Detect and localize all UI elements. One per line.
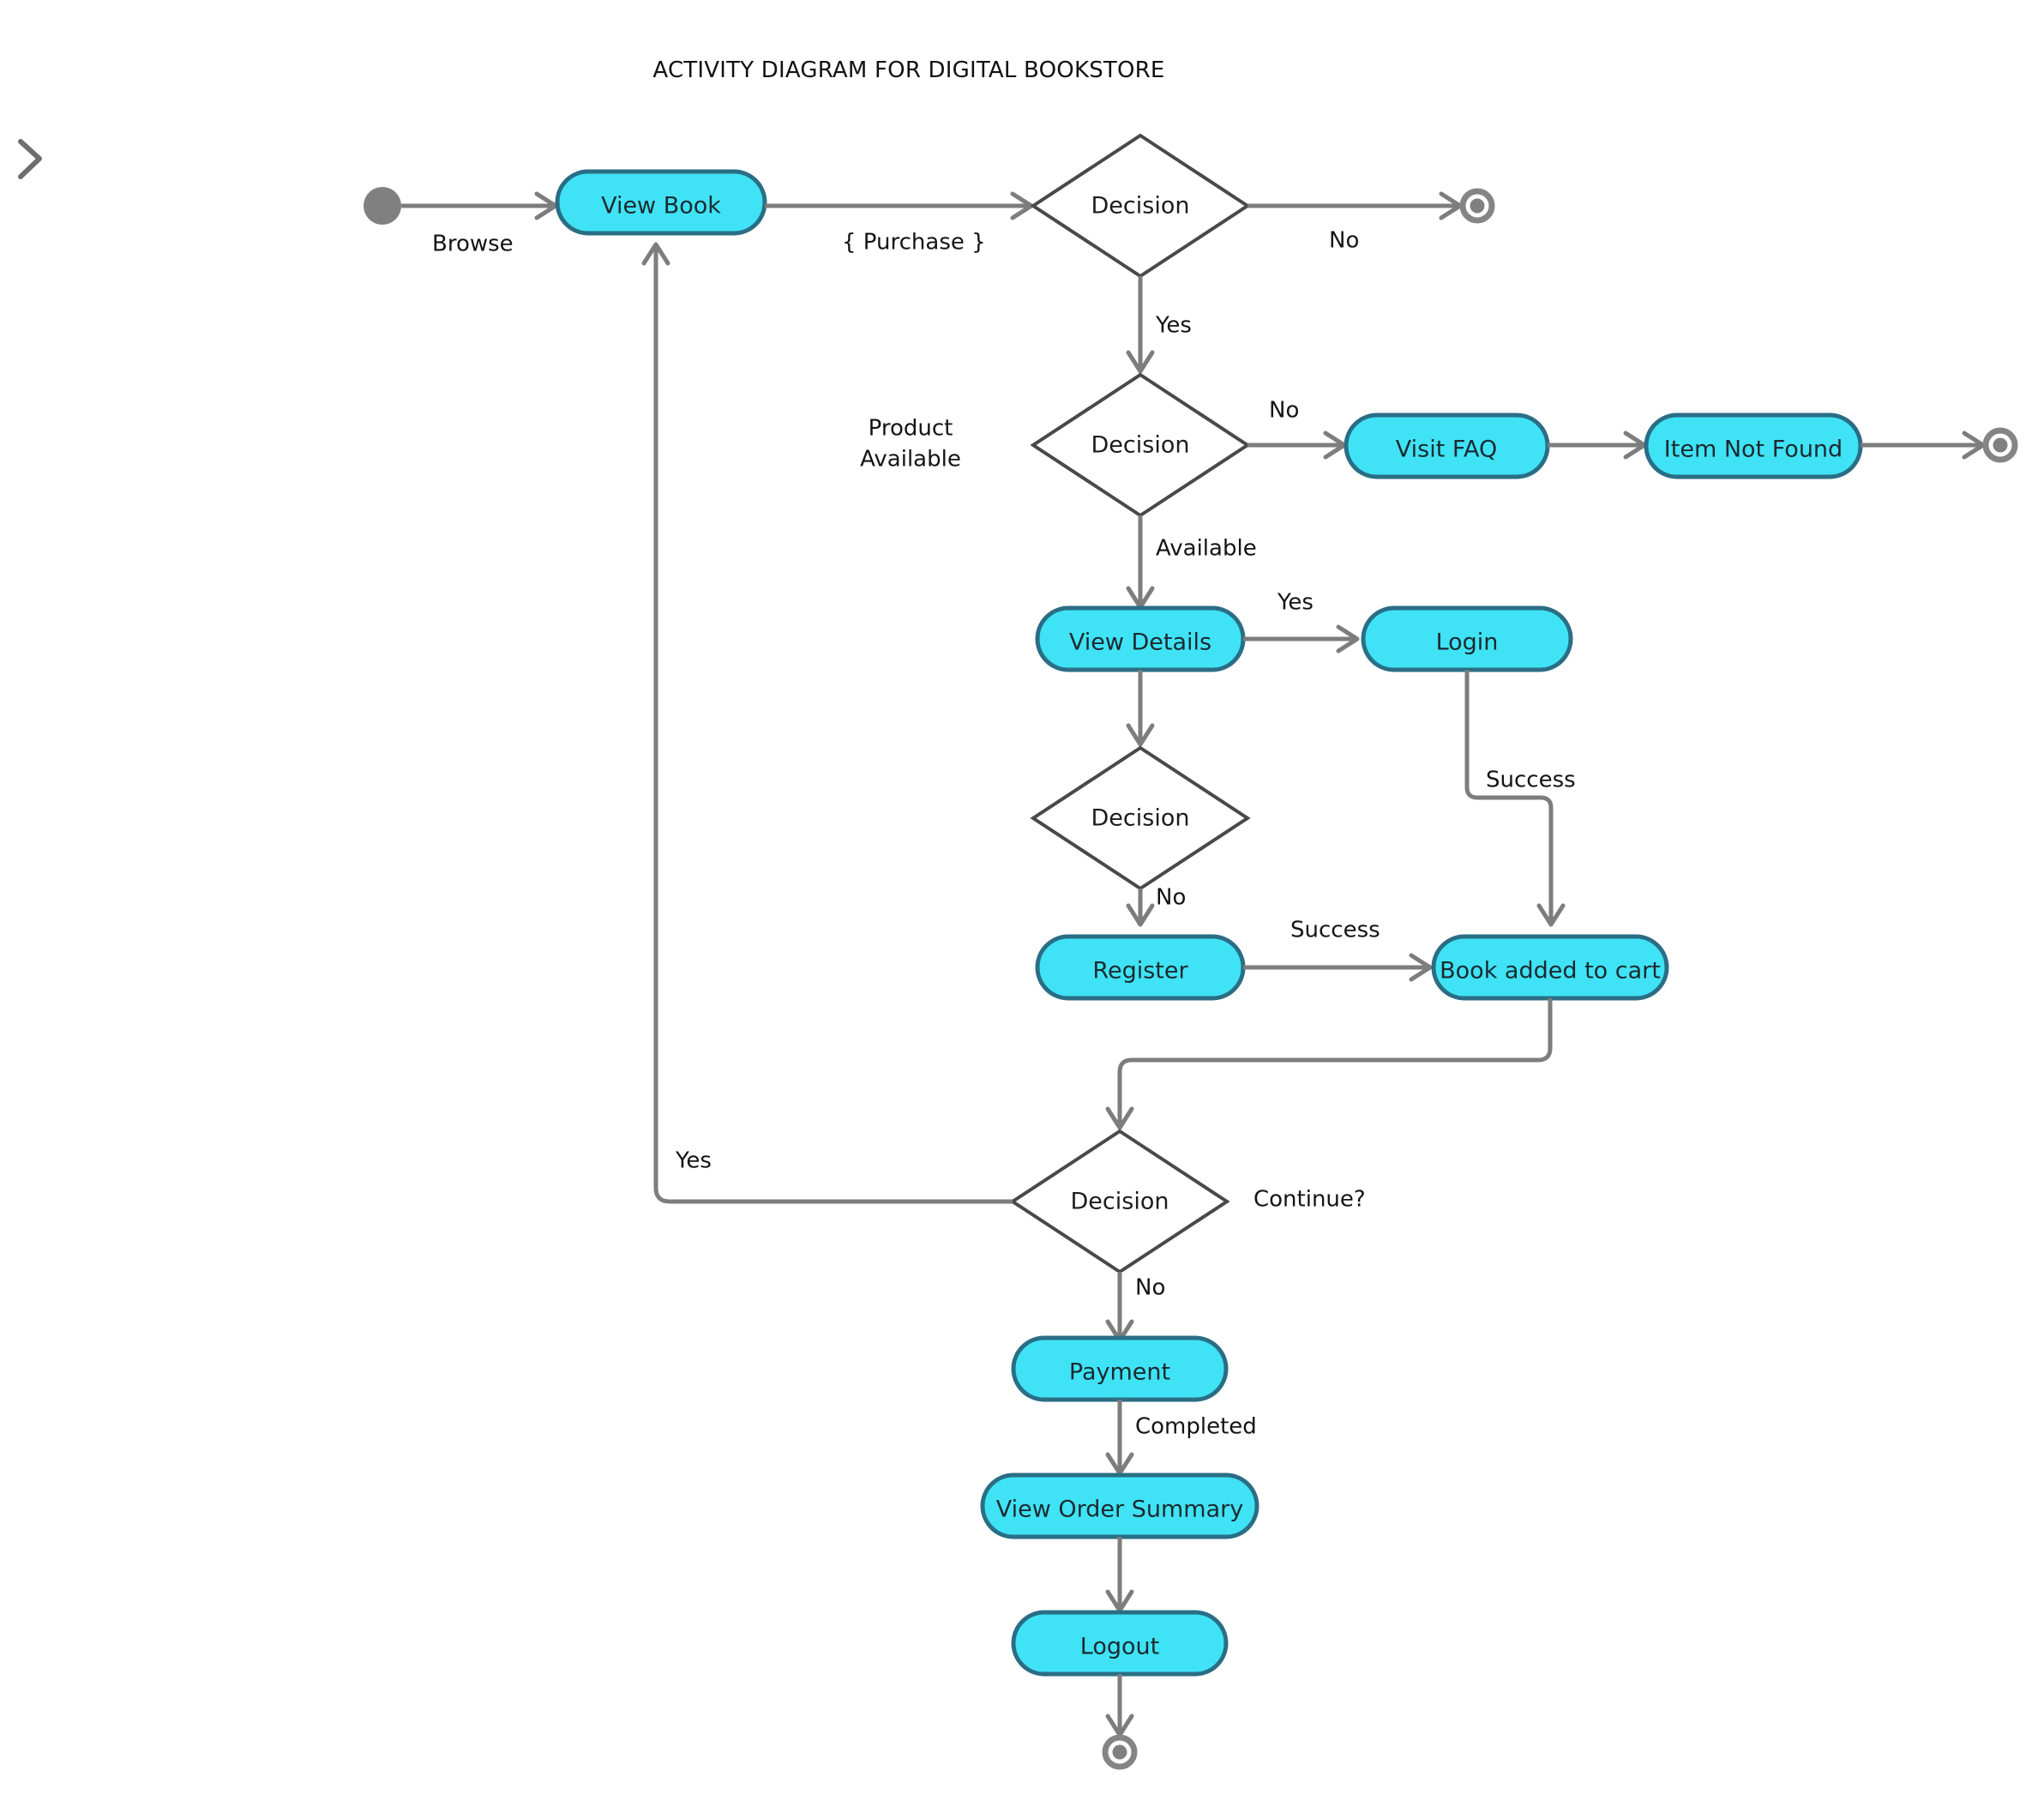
edge-order-summary-to-logout bbox=[1105, 1537, 1134, 1613]
edge-label-purchase: { Purchase } bbox=[842, 230, 986, 256]
node-label-decision-product-available: Decision bbox=[1091, 432, 1190, 459]
edge-label-continue-yes: Yes bbox=[675, 1148, 712, 1174]
edge-label-register-success: Success bbox=[1290, 918, 1380, 943]
node-decision-continue[interactable]: Decision bbox=[1009, 1129, 1230, 1274]
node-decision-purchase[interactable]: Decision bbox=[1030, 133, 1251, 279]
edge-label-available: Available bbox=[1156, 536, 1257, 562]
node-view-book[interactable]: View Book bbox=[555, 169, 767, 236]
edge-visit-faq-to-item-not-found bbox=[1548, 431, 1647, 460]
edge-item-not-found-to-end bbox=[1861, 431, 1986, 460]
edge-label-continue-no: No bbox=[1135, 1275, 1165, 1301]
edge-logout-to-final bbox=[1105, 1674, 1134, 1738]
node-label-view-details: View Details bbox=[1069, 629, 1211, 656]
final-node-end[interactable] bbox=[1102, 1734, 1138, 1770]
node-label-decision-purchase: Decision bbox=[1091, 193, 1190, 220]
node-label-item-not-found: Item Not Found bbox=[1664, 437, 1843, 463]
edge-label-payment-completed: Completed bbox=[1135, 1414, 1257, 1440]
edge-label-no-purchase: No bbox=[1329, 228, 1359, 254]
node-view-details[interactable]: View Details bbox=[1035, 605, 1246, 672]
node-label-visit-faq: Visit FAQ bbox=[1396, 437, 1497, 463]
final-node-no-purchase[interactable] bbox=[1459, 188, 1495, 224]
final-node-item-not-found[interactable] bbox=[1982, 427, 2018, 463]
initial-node[interactable] bbox=[364, 187, 401, 225]
edge-label-product-available-line1: Product bbox=[869, 416, 953, 442]
edge-label-yes-login: Yes bbox=[1277, 590, 1314, 616]
node-logout[interactable]: Logout bbox=[1011, 1610, 1229, 1677]
node-label-view-book: View Book bbox=[601, 193, 721, 220]
page-title: ACTIVITY DIAGRAM FOR DIGITAL BOOKSTORE bbox=[652, 57, 1164, 83]
node-label-login: Login bbox=[1436, 629, 1499, 656]
node-register[interactable]: Register bbox=[1035, 934, 1246, 1001]
chevron-right-icon[interactable] bbox=[18, 139, 42, 179]
edge-register-to-book-added bbox=[1243, 953, 1433, 982]
edge-decision-available-to-view-details bbox=[1126, 515, 1155, 610]
node-decision-registered[interactable]: Decision bbox=[1030, 745, 1251, 891]
node-label-register: Register bbox=[1092, 958, 1188, 985]
edge-start-to-view-book bbox=[401, 191, 558, 220]
edge-payment-to-order-summary bbox=[1105, 1400, 1134, 1476]
node-view-order-summary[interactable]: View Order Summary bbox=[980, 1473, 1259, 1539]
node-item-not-found[interactable]: Item Not Found bbox=[1644, 413, 1863, 479]
edge-decision-purchase-to-end bbox=[1247, 191, 1463, 220]
edge-book-added-to-decision-continue bbox=[1105, 998, 1553, 1130]
edge-decision-continue-to-payment bbox=[1105, 1272, 1134, 1343]
edge-view-details-to-decision-registered bbox=[1126, 670, 1155, 747]
node-label-logout: Logout bbox=[1080, 1634, 1159, 1660]
node-payment[interactable]: Payment bbox=[1011, 1335, 1229, 1402]
node-label-decision-registered: Decision bbox=[1091, 805, 1190, 832]
edge-label-login-success: Success bbox=[1486, 768, 1576, 793]
edge-decision-continue-to-view-book bbox=[641, 242, 1013, 1204]
node-label-payment: Payment bbox=[1069, 1359, 1170, 1386]
node-login[interactable]: Login bbox=[1361, 605, 1573, 672]
edge-decision-available-to-visit-faq bbox=[1247, 431, 1347, 460]
edge-label-yes-purchase: Yes bbox=[1155, 313, 1192, 339]
edge-decision-purchase-to-decision-available bbox=[1126, 276, 1155, 374]
edge-label-no-available: No bbox=[1269, 398, 1299, 424]
edge-label-product-available-line2: Available bbox=[860, 447, 961, 473]
edge-label-browse: Browse bbox=[432, 232, 514, 257]
edge-decision-registered-to-register bbox=[1126, 888, 1155, 927]
node-label-view-order-summary: View Order Summary bbox=[996, 1497, 1243, 1523]
node-label-decision-continue: Decision bbox=[1071, 1189, 1169, 1215]
edge-view-details-to-login bbox=[1243, 624, 1360, 654]
node-label-book-added-to-cart: Book added to cart bbox=[1440, 958, 1661, 985]
edge-login-to-book-added bbox=[1464, 670, 1566, 927]
node-visit-faq[interactable]: Visit FAQ bbox=[1344, 413, 1550, 479]
edge-label-continue-question: Continue? bbox=[1253, 1187, 1366, 1213]
edge-label-registered-no: No bbox=[1156, 885, 1186, 911]
edge-view-book-to-decision-purchase bbox=[765, 191, 1034, 220]
node-decision-product-available[interactable]: Decision bbox=[1030, 372, 1251, 518]
node-book-added-to-cart[interactable]: Book added to cart bbox=[1431, 934, 1669, 1001]
